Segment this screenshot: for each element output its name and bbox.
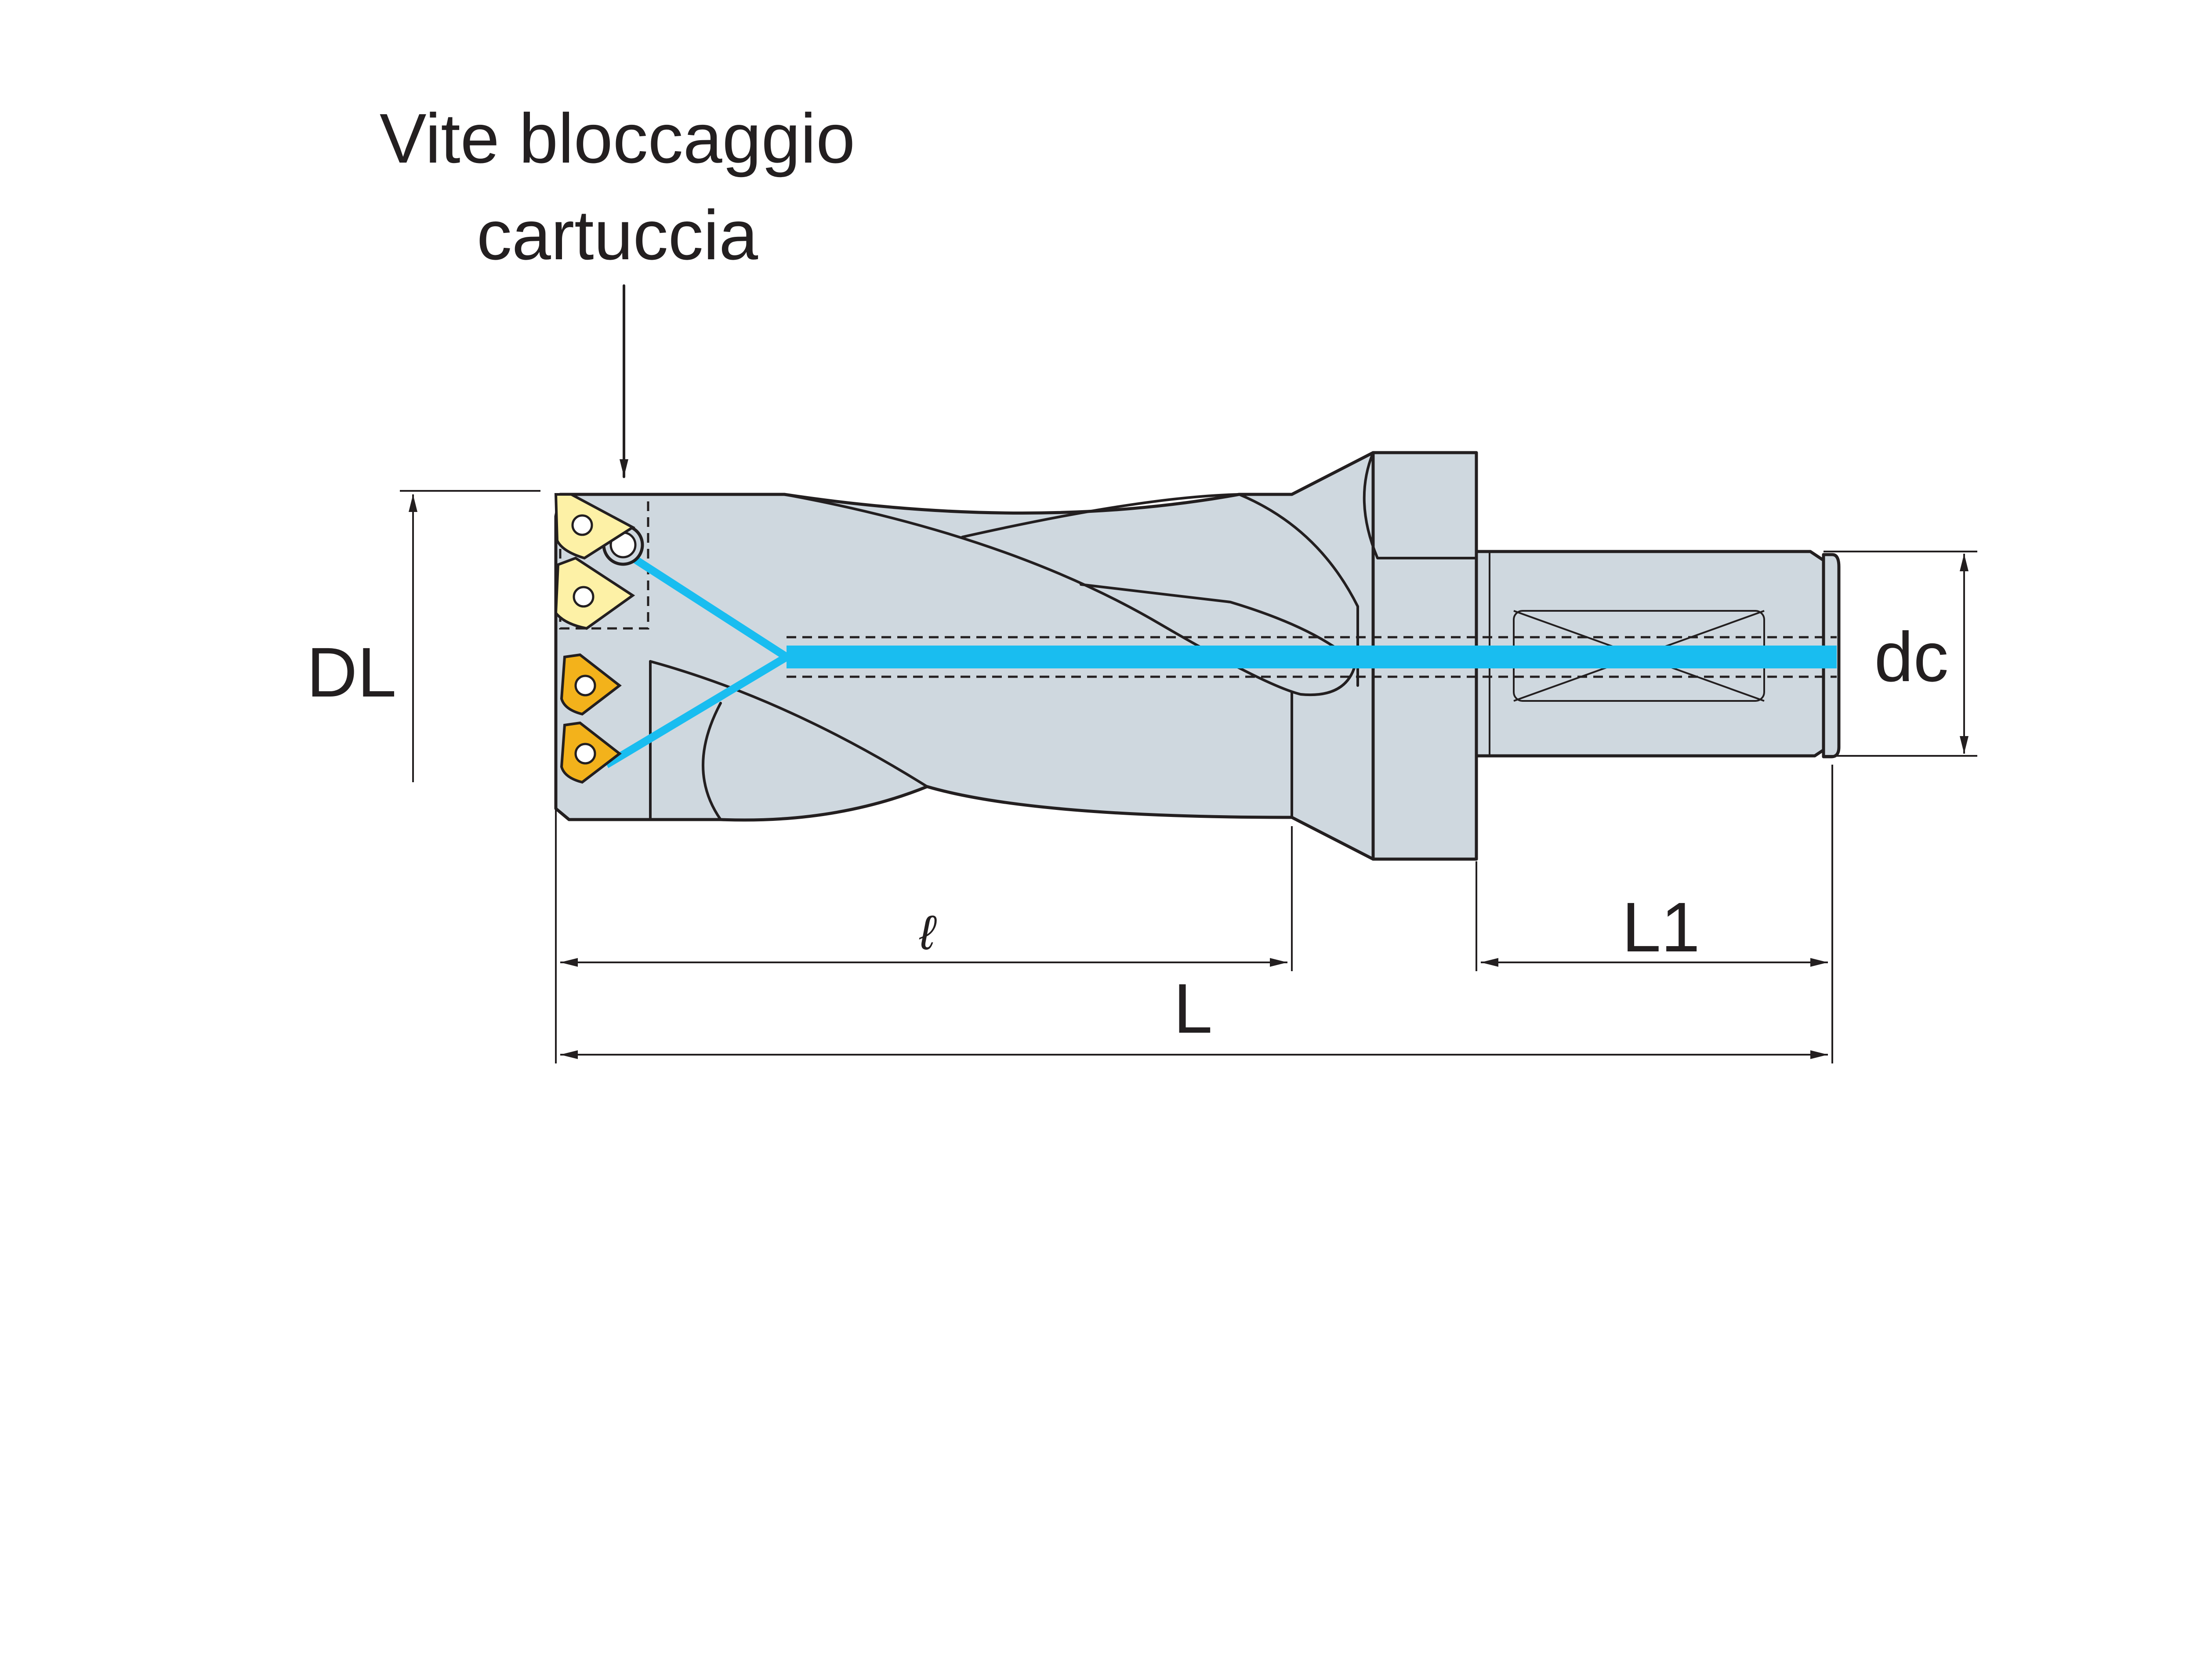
insert-top-1 — [554, 493, 635, 560]
label-l: ℓ — [919, 906, 937, 960]
callout-line-2: cartuccia — [477, 196, 758, 274]
label-DL: DL — [307, 633, 397, 711]
dimension-l: ℓ — [560, 906, 1287, 967]
drill-body — [554, 451, 1841, 861]
dimension-L: L — [560, 969, 1828, 1059]
label-L: L — [1174, 969, 1213, 1048]
flange-chamfer-top — [1363, 451, 1478, 559]
label-dc: dc — [1874, 617, 1949, 696]
coolant-branch-bottom — [604, 653, 789, 768]
flute-line-1 — [783, 493, 1357, 697]
coolant-branch-top — [617, 546, 789, 660]
dimension-L1: L1 — [1481, 888, 1828, 967]
dimension-DL: DL — [307, 490, 540, 782]
label-L1: L1 — [1622, 888, 1700, 966]
flute-line-6 — [702, 702, 722, 821]
flute-line-4 — [649, 660, 928, 788]
callout-line-1: Vite bloccaggio — [380, 99, 855, 178]
inserts — [554, 493, 635, 784]
flute-line-2 — [961, 493, 1359, 687]
dimension-dc: dc — [1824, 551, 1977, 757]
insert-top-2 — [554, 556, 635, 630]
callout-label: Vite bloccaggio cartuccia — [380, 99, 855, 274]
